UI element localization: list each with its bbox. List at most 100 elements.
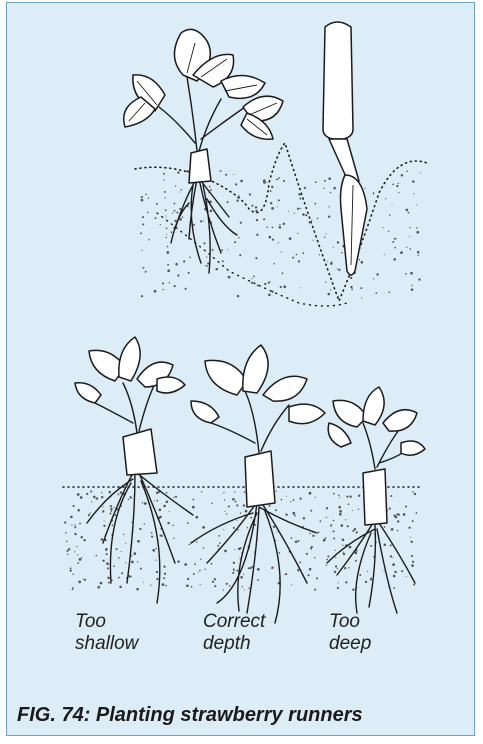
soil-speck	[152, 549, 155, 552]
soil-speck	[251, 205, 253, 207]
soil-speck	[337, 241, 339, 243]
soil-speck	[324, 237, 325, 238]
soil-speck	[391, 204, 392, 205]
soil-speck	[236, 570, 238, 572]
soil-speck	[139, 528, 141, 530]
soil-speck	[222, 260, 224, 262]
soil-speck	[333, 247, 334, 248]
plant-too-shallow	[75, 337, 193, 603]
soil-speck	[275, 509, 277, 511]
soil-speck	[151, 536, 153, 538]
soil-speck	[412, 491, 413, 492]
soil-speck	[300, 208, 301, 209]
soil-speck	[142, 267, 144, 269]
soil-speck	[298, 540, 300, 542]
soil-speck	[84, 579, 86, 581]
soil-speck	[176, 212, 178, 214]
soil-speck	[78, 581, 81, 584]
soil-speck	[160, 224, 161, 225]
soil-speck	[211, 563, 213, 565]
soil-speck	[79, 523, 81, 525]
soil-speck	[162, 282, 164, 284]
soil-speck	[327, 261, 328, 262]
soil-speck	[212, 581, 214, 583]
soil-speck	[283, 180, 285, 182]
soil-speck	[395, 516, 398, 519]
soil-speck	[406, 247, 407, 248]
soil-speck	[125, 562, 126, 563]
soil-speck	[110, 510, 112, 512]
soil-speck	[136, 588, 139, 591]
soil-speck	[184, 563, 187, 566]
soil-speck	[165, 585, 167, 587]
soil-speck	[416, 227, 417, 228]
soil-speck	[290, 501, 291, 502]
soil-speck	[162, 583, 165, 586]
soil-speck	[414, 493, 416, 495]
soil-speck	[236, 504, 238, 506]
soil-speck	[383, 571, 384, 572]
soil-speck	[100, 582, 103, 585]
soil-speck	[280, 286, 282, 288]
soil-speck	[73, 505, 75, 507]
soil-speck	[143, 582, 144, 583]
soil-speck	[335, 557, 336, 558]
soil-speck	[278, 199, 280, 201]
soil-speck	[355, 560, 357, 562]
soil-speck	[338, 506, 341, 509]
soil-speck	[163, 173, 165, 175]
soil-speck	[109, 512, 111, 514]
soil-speck	[299, 198, 301, 200]
soil-speck	[257, 579, 259, 581]
soil-speck	[154, 290, 157, 293]
soil-speck	[173, 537, 174, 538]
soil-speck	[348, 567, 349, 568]
soil-speck	[74, 524, 75, 525]
soil-speck	[348, 503, 350, 505]
plant-too-deep	[327, 387, 425, 613]
soil-speck	[375, 292, 377, 294]
soil-speck	[405, 273, 407, 275]
soil-speck	[354, 528, 356, 530]
soil-speck	[277, 178, 279, 180]
soil-speck	[410, 248, 412, 250]
soil-speck	[167, 269, 170, 272]
soil-speck	[221, 249, 223, 251]
soil-speck	[294, 515, 296, 517]
soil-speck	[166, 501, 169, 504]
soil-speck	[409, 227, 410, 228]
soil-speck	[210, 189, 212, 191]
soil-speck	[273, 263, 275, 265]
soil-speck	[279, 177, 281, 179]
soil-speck	[314, 203, 316, 205]
soil-speck	[175, 185, 176, 186]
soil-speck	[240, 576, 243, 579]
soil-speck	[328, 293, 331, 296]
soil-speck	[105, 548, 108, 551]
soil-speck	[309, 532, 311, 534]
soil-speck	[175, 263, 178, 266]
soil-speck	[175, 496, 177, 498]
soil-speck	[219, 542, 221, 544]
soil-speck	[148, 239, 150, 241]
soil-speck	[283, 285, 286, 288]
soil-speck	[324, 180, 326, 182]
soil-speck	[181, 189, 183, 191]
soil-speck	[314, 557, 315, 558]
soil-speck	[285, 514, 287, 516]
soil-speck	[202, 526, 205, 529]
soil-speck	[351, 288, 353, 290]
soil-speck	[193, 224, 195, 226]
soil-speck	[79, 558, 82, 561]
soil-speck	[123, 534, 124, 535]
soil-speck	[292, 257, 294, 259]
soil-speck	[224, 511, 225, 512]
soil-speck	[305, 214, 307, 216]
soil-speck	[271, 186, 273, 188]
soil-speck	[326, 559, 328, 561]
soil-speck	[297, 233, 298, 234]
soil-speck	[243, 504, 245, 506]
soil-speck	[103, 525, 105, 527]
soil-speck	[215, 268, 218, 271]
